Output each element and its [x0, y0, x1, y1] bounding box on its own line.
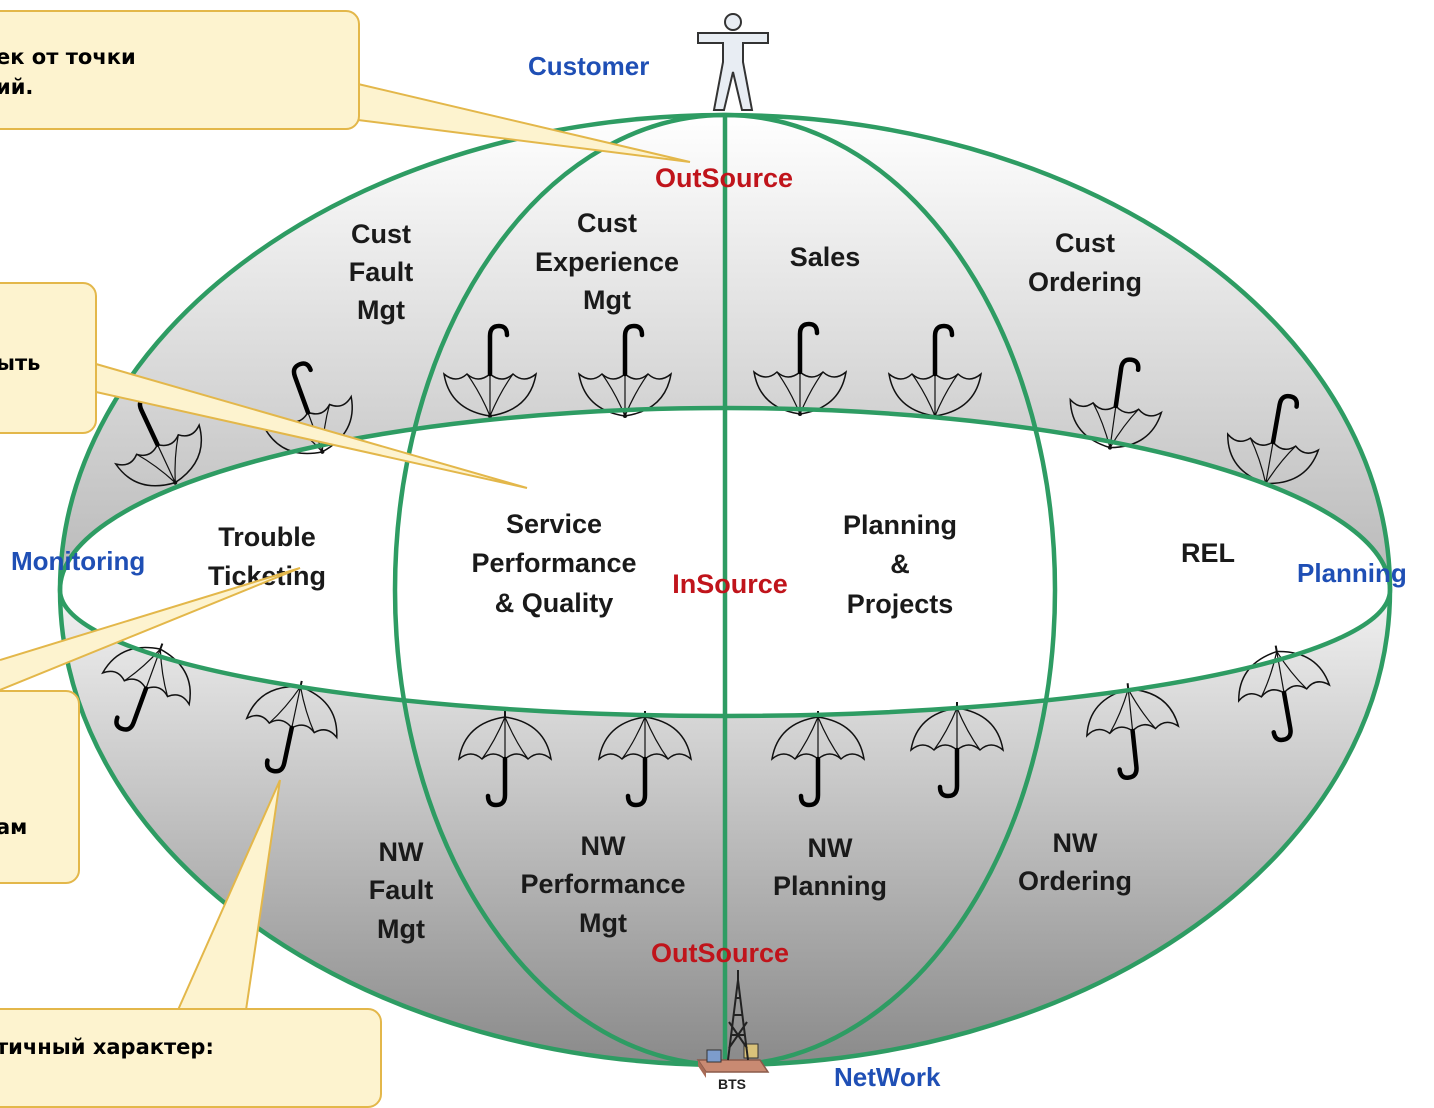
cell-line: Planning: [773, 871, 887, 901]
cell-line: Service: [506, 509, 602, 539]
callout-line: ек от точки: [0, 45, 136, 69]
cell-cust-experience-mgt: Cust Experience Mgt: [535, 208, 679, 315]
network-label: NetWork: [834, 1062, 941, 1091]
callout-line: тичный характер:: [0, 1035, 214, 1059]
cell-rel: REL: [1181, 538, 1235, 568]
callout-top-pointer: [357, 83, 691, 163]
cell-line: Cust: [577, 208, 637, 238]
cell-line: NW: [581, 831, 626, 861]
insource-label: InSource: [672, 569, 788, 599]
cell-line: Performance: [520, 869, 685, 899]
cell-line: Experience: [535, 247, 679, 277]
cell-line: Ordering: [1018, 866, 1132, 896]
callout-lower: ам: [0, 690, 80, 884]
callout-bottom-pointer: [177, 779, 281, 1011]
cell-trouble-ticketing: Trouble Ticketing: [208, 522, 326, 591]
cell-line: Ordering: [1028, 267, 1142, 297]
cell-line: Planning: [843, 510, 957, 540]
cell-line: Cust: [1055, 228, 1115, 258]
cell-line: Cust: [351, 219, 411, 249]
callout-line: ыть: [0, 351, 41, 375]
cell-nw-fault-mgt: NW Fault Mgt: [369, 837, 434, 944]
cell-line: REL: [1181, 538, 1235, 568]
cell-line: Mgt: [357, 295, 405, 325]
cell-line: &: [890, 549, 910, 579]
cell-line: Projects: [847, 589, 954, 619]
cell-line: NW: [808, 833, 853, 863]
cell-sales: Sales: [790, 242, 861, 272]
cell-planning-projects: Planning & Projects: [843, 510, 957, 619]
callout-bottom: тичный характер:: [0, 1008, 382, 1108]
cell-line: NW: [379, 837, 424, 867]
cell-line: Trouble: [218, 522, 316, 552]
cell-cust-fault-mgt: Cust Fault Mgt: [349, 219, 414, 325]
cell-line: Mgt: [583, 285, 631, 315]
outsource-top-label: OutSource: [655, 163, 793, 193]
cell-nw-planning: NW Planning: [773, 833, 887, 901]
callout-mid: ыть: [0, 282, 97, 434]
bts-tower-icon: [696, 970, 770, 1078]
cell-line: NW: [1053, 828, 1098, 858]
planning-label: Planning: [1297, 558, 1407, 588]
cell-line: Mgt: [579, 908, 627, 938]
cell-line: & Quality: [495, 588, 614, 618]
customer-label: Customer: [528, 51, 649, 81]
cell-nw-performance-mgt: NW Performance Mgt: [520, 831, 685, 938]
equator-band: [60, 408, 1390, 716]
cell-service-performance: Service Performance & Quality: [471, 509, 636, 618]
monitoring-label: Monitoring: [11, 546, 145, 576]
cell-line: Mgt: [377, 914, 425, 944]
callout-left-pointer: [0, 567, 301, 691]
callout-line: ий.: [0, 75, 34, 99]
cell-line: Fault: [349, 257, 414, 287]
cell-line: Ticketing: [208, 561, 326, 591]
cell-line: Performance: [471, 548, 636, 578]
cell-cust-ordering: Cust Ordering: [1028, 228, 1142, 297]
outsource-bottom-label: OutSource: [651, 938, 789, 968]
cell-nw-ordering: NW Ordering: [1018, 828, 1132, 896]
callout-mid-pointer: [95, 363, 528, 489]
cell-line: Fault: [369, 875, 434, 905]
customer-person-icon: [697, 13, 769, 111]
bts-label: BTS: [718, 1076, 746, 1091]
callout-pointers: [0, 83, 691, 1011]
cell-line: Sales: [790, 242, 861, 272]
callout-line: ам: [0, 815, 28, 839]
callout-top: ек от точки ий.: [0, 10, 360, 130]
